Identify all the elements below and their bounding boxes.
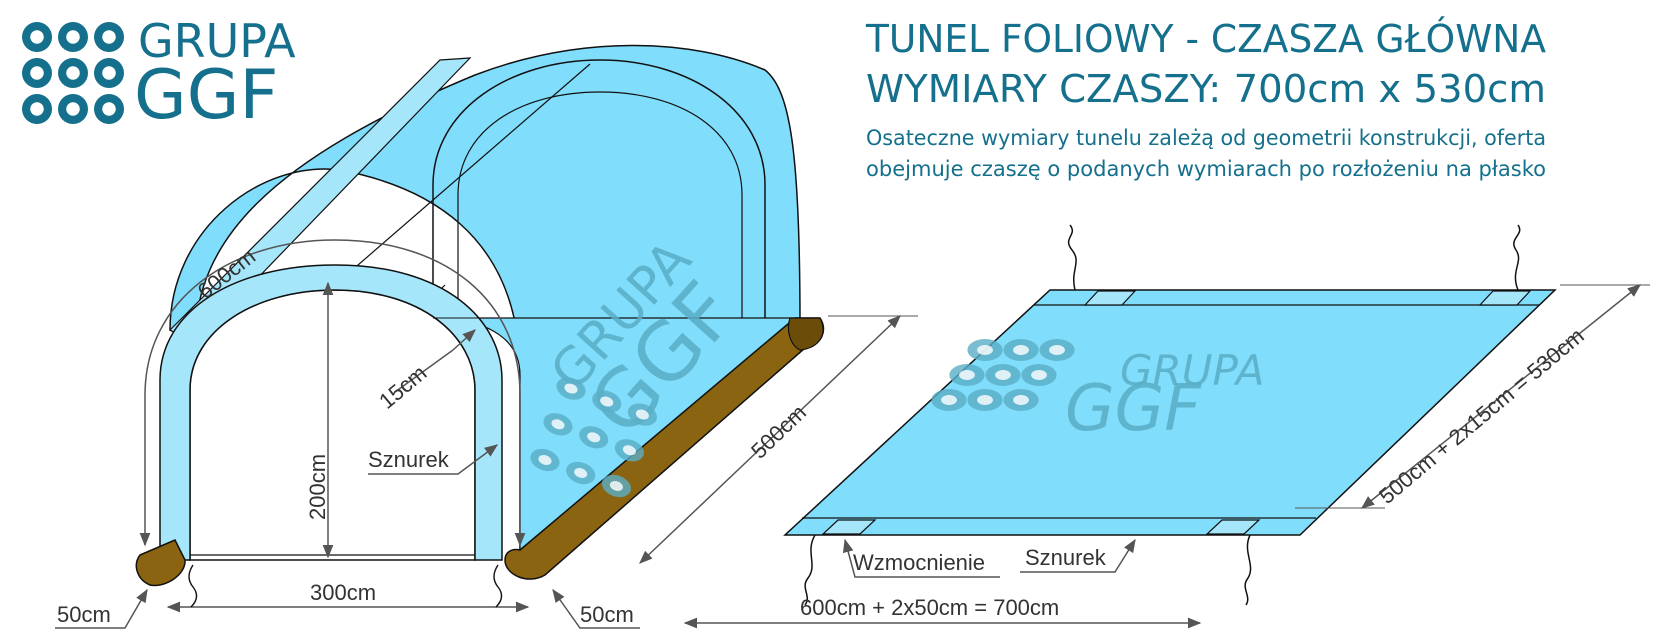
- length-dimension-label: 500cm: [746, 400, 811, 464]
- logo-circle-hole: [1013, 395, 1029, 405]
- logo-circle-hole: [102, 30, 116, 44]
- logo-circle-hole: [941, 395, 957, 405]
- main-title: TUNEL FOLIOWY - CZASZA GŁÓWNA: [865, 17, 1546, 61]
- logo-circle-hole: [574, 467, 588, 479]
- front-arch-hem: [159, 264, 503, 561]
- cord-top-right-icon: [1513, 224, 1521, 291]
- logo-circle-hole: [1049, 345, 1065, 355]
- logo-circle-hole: [609, 480, 623, 491]
- logo-circle-hole: [1031, 370, 1047, 380]
- logo-circle-hole: [959, 370, 975, 380]
- flat-watermark-ggf: GGF: [1065, 372, 1202, 446]
- skirt-right-leader: [552, 588, 640, 629]
- depth-dimension-line: [1360, 284, 1642, 509]
- reinforcement-label: Wzmocnienie: [853, 550, 985, 575]
- cord-bottom-right-icon: [1244, 534, 1252, 606]
- skirt-left-label: 50cm: [57, 602, 111, 627]
- cord-leader-line: [368, 444, 499, 475]
- height-dimension-label: 200cm: [305, 454, 330, 520]
- cord-label: Sznurek: [368, 447, 450, 472]
- flat-layout-view: GRUPA GGF 500cm + 2x15cm = 530cm 600cm +…: [683, 224, 1650, 629]
- logo-circle-hole: [30, 30, 44, 44]
- logo-circle-hole: [538, 454, 552, 466]
- length-dimension-line: [639, 315, 901, 564]
- logo-circle-hole: [551, 419, 565, 430]
- logo-circle-hole: [102, 102, 116, 116]
- cord-top-left-icon: [1067, 224, 1077, 291]
- reinforcement-top-left: [1083, 290, 1137, 306]
- title-block: TUNEL FOLIOWY - CZASZA GŁÓWNA WYMIARY CZ…: [865, 17, 1546, 181]
- logo-circle-hole: [66, 102, 80, 116]
- flat-cord-label: Sznurek: [1025, 545, 1107, 570]
- logo-circle-hole: [977, 395, 993, 405]
- flat-watermark-grupa: GRUPA: [1120, 346, 1264, 395]
- skirt-right-label: 50cm: [580, 602, 634, 627]
- hem-arrow: [452, 329, 476, 351]
- arc-dimension-line: [139, 239, 526, 547]
- reinforcement-leader-line: [842, 538, 1000, 578]
- flat-width-dimension-label: 600cm + 2x50cm = 700cm: [800, 595, 1059, 620]
- logo-circle-hole: [102, 66, 116, 80]
- logo-circle-hole: [66, 30, 80, 44]
- brand-logo: GRUPA GGF: [22, 14, 296, 135]
- flat-watermark-circles-icon: [931, 339, 1075, 411]
- note-line-1: Osateczne wymiary tunelu zależą od geome…: [866, 126, 1546, 150]
- logo-circles-icon: [22, 22, 124, 124]
- cord-squiggle-right: [493, 564, 503, 608]
- front-door-opening: [189, 289, 476, 561]
- logo-circle-hole: [995, 370, 1011, 380]
- logo-circle-hole: [600, 396, 614, 407]
- flat-cord-leader-line: [1020, 538, 1136, 573]
- logo-circle-hole: [977, 345, 993, 355]
- logo-circle-hole: [587, 432, 601, 443]
- ridge-line-1: [342, 63, 591, 279]
- skirt-right-end: [787, 317, 824, 351]
- logo-circle-hole: [1013, 345, 1029, 355]
- hem-leader-line: [394, 349, 454, 393]
- note-line-2: obejmuje czaszę o podanych wymiarach po …: [866, 157, 1546, 181]
- back-arch: [432, 59, 766, 320]
- reinforcement-bottom-right: [1205, 519, 1261, 535]
- reinforcement-bottom-left: [821, 519, 877, 535]
- logo-circle-hole: [66, 66, 80, 80]
- skirt-left: [135, 539, 186, 587]
- skirt-left-leader: [55, 588, 148, 629]
- cord-squiggle-left: [188, 564, 198, 608]
- logo-text-grupa: GRUPA: [138, 14, 296, 68]
- back-arch-inner: [457, 91, 743, 318]
- width-dimension-label: 300cm: [310, 580, 376, 605]
- logo-circle-hole: [30, 102, 44, 116]
- logo-circle-hole: [564, 383, 578, 394]
- cord-bottom-left-icon: [804, 534, 816, 606]
- logo-circle-hole: [30, 66, 44, 80]
- dimensions-title: WYMIARY CZASZY: 700cm x 530cm: [866, 67, 1546, 111]
- logo-text-ggf: GGF: [134, 56, 279, 135]
- logo-circle-hole: [622, 445, 636, 456]
